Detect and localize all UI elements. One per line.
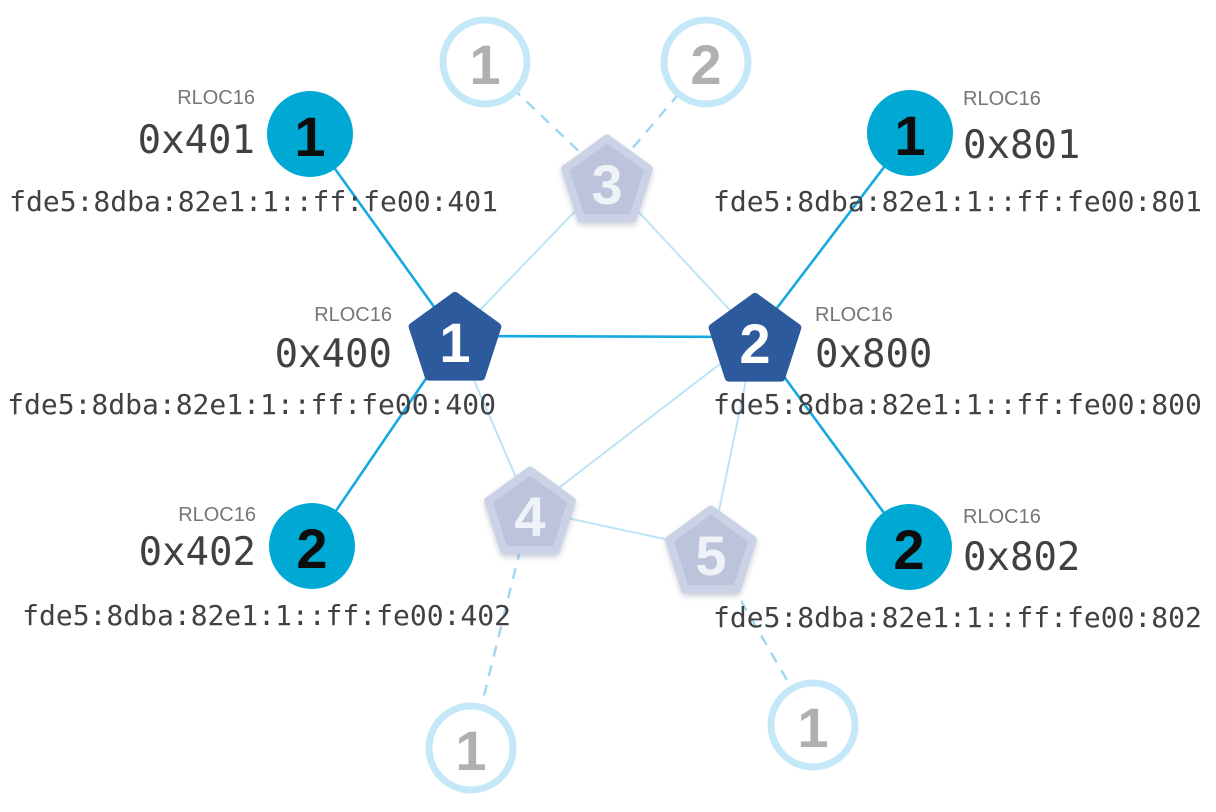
router-node-r2[interactable]: 2 [708,293,802,382]
child-node-c802[interactable]: 2 [866,504,952,590]
rloc16-caption-c401: RLOC16 [177,87,255,109]
child-circle-icon [269,503,355,589]
rloc16-value-r2: 0x800 [815,332,932,377]
child-node-c402[interactable]: 2 [269,503,355,589]
ipv6-address-c801: fde5:8dba:82e1:1::ff:fe00:801 [713,185,1202,218]
link-r1-r2 [454,334,756,339]
child-node-x1[interactable]: 1 [439,16,531,108]
router-pentagon-icon [708,293,802,382]
rloc16-value-c802: 0x802 [963,535,1080,580]
rloc16-caption-c801: RLOC16 [963,88,1041,110]
router-node-r1[interactable]: 1 [408,292,502,381]
child-node-c801[interactable]: 1 [867,90,953,176]
child-circle-icon [267,91,353,177]
node-number: 5 [695,524,726,587]
child-node-x3[interactable]: 1 [425,702,517,794]
child-circle-icon [866,504,952,590]
rloc16-caption-r1: RLOC16 [314,304,392,326]
node-number: 1 [797,696,828,759]
router-node-r4[interactable]: 4 [484,466,576,555]
rloc16-value-c401: 0x401 [138,118,255,163]
child-circle-icon [660,16,752,108]
rloc16-value-r1: 0x400 [275,332,392,377]
child-node-x4[interactable]: 1 [767,679,859,771]
node-number: 2 [739,312,770,375]
ipv6-address-r1: fde5:8dba:82e1:1::ff:fe00:400 [7,388,496,421]
node-number: 1 [469,33,500,96]
router-pentagon-icon [561,134,653,223]
ipv6-address-c401: fde5:8dba:82e1:1::ff:fe00:401 [9,185,498,218]
node-number: 4 [514,485,545,548]
ipv6-address-r2: fde5:8dba:82e1:1::ff:fe00:800 [713,388,1202,421]
labels-layer: RLOC160x400fde5:8dba:82e1:1::ff:fe00:400… [7,87,1202,634]
node-number: 1 [894,104,925,167]
node-number: 3 [591,153,622,216]
child-circle-icon [425,702,517,794]
rloc16-caption-c402: RLOC16 [178,504,256,526]
node-number: 1 [439,311,470,374]
rloc16-value-c801: 0x801 [963,123,1080,168]
link-r2-r4 [529,336,756,511]
rloc16-value-c402: 0x402 [139,530,256,575]
node-number: 1 [455,719,486,782]
router-pentagon-icon [484,466,576,555]
child-circle-icon [439,16,531,108]
nodes-layer: 1 2 3 4 5 1 2 1 2 1 2 1 1 [267,16,953,794]
router-node-r3[interactable]: 3 [561,134,653,223]
node-number: 1 [294,105,325,168]
child-circle-icon [867,90,953,176]
node-number: 2 [690,33,721,96]
router-node-r5[interactable]: 5 [665,505,757,594]
child-circle-icon [767,679,859,771]
rloc16-caption-r2: RLOC16 [815,304,893,326]
ipv6-address-c802: fde5:8dba:82e1:1::ff:fe00:802 [713,601,1202,634]
node-number: 2 [296,517,327,580]
rloc16-caption-c802: RLOC16 [963,506,1041,528]
child-node-x2[interactable]: 2 [660,16,752,108]
child-node-c401[interactable]: 1 [267,91,353,177]
node-number: 2 [893,518,924,581]
router-pentagon-icon [665,505,757,594]
ipv6-address-c402: fde5:8dba:82e1:1::ff:fe00:402 [22,599,511,632]
router-pentagon-icon [408,292,502,381]
